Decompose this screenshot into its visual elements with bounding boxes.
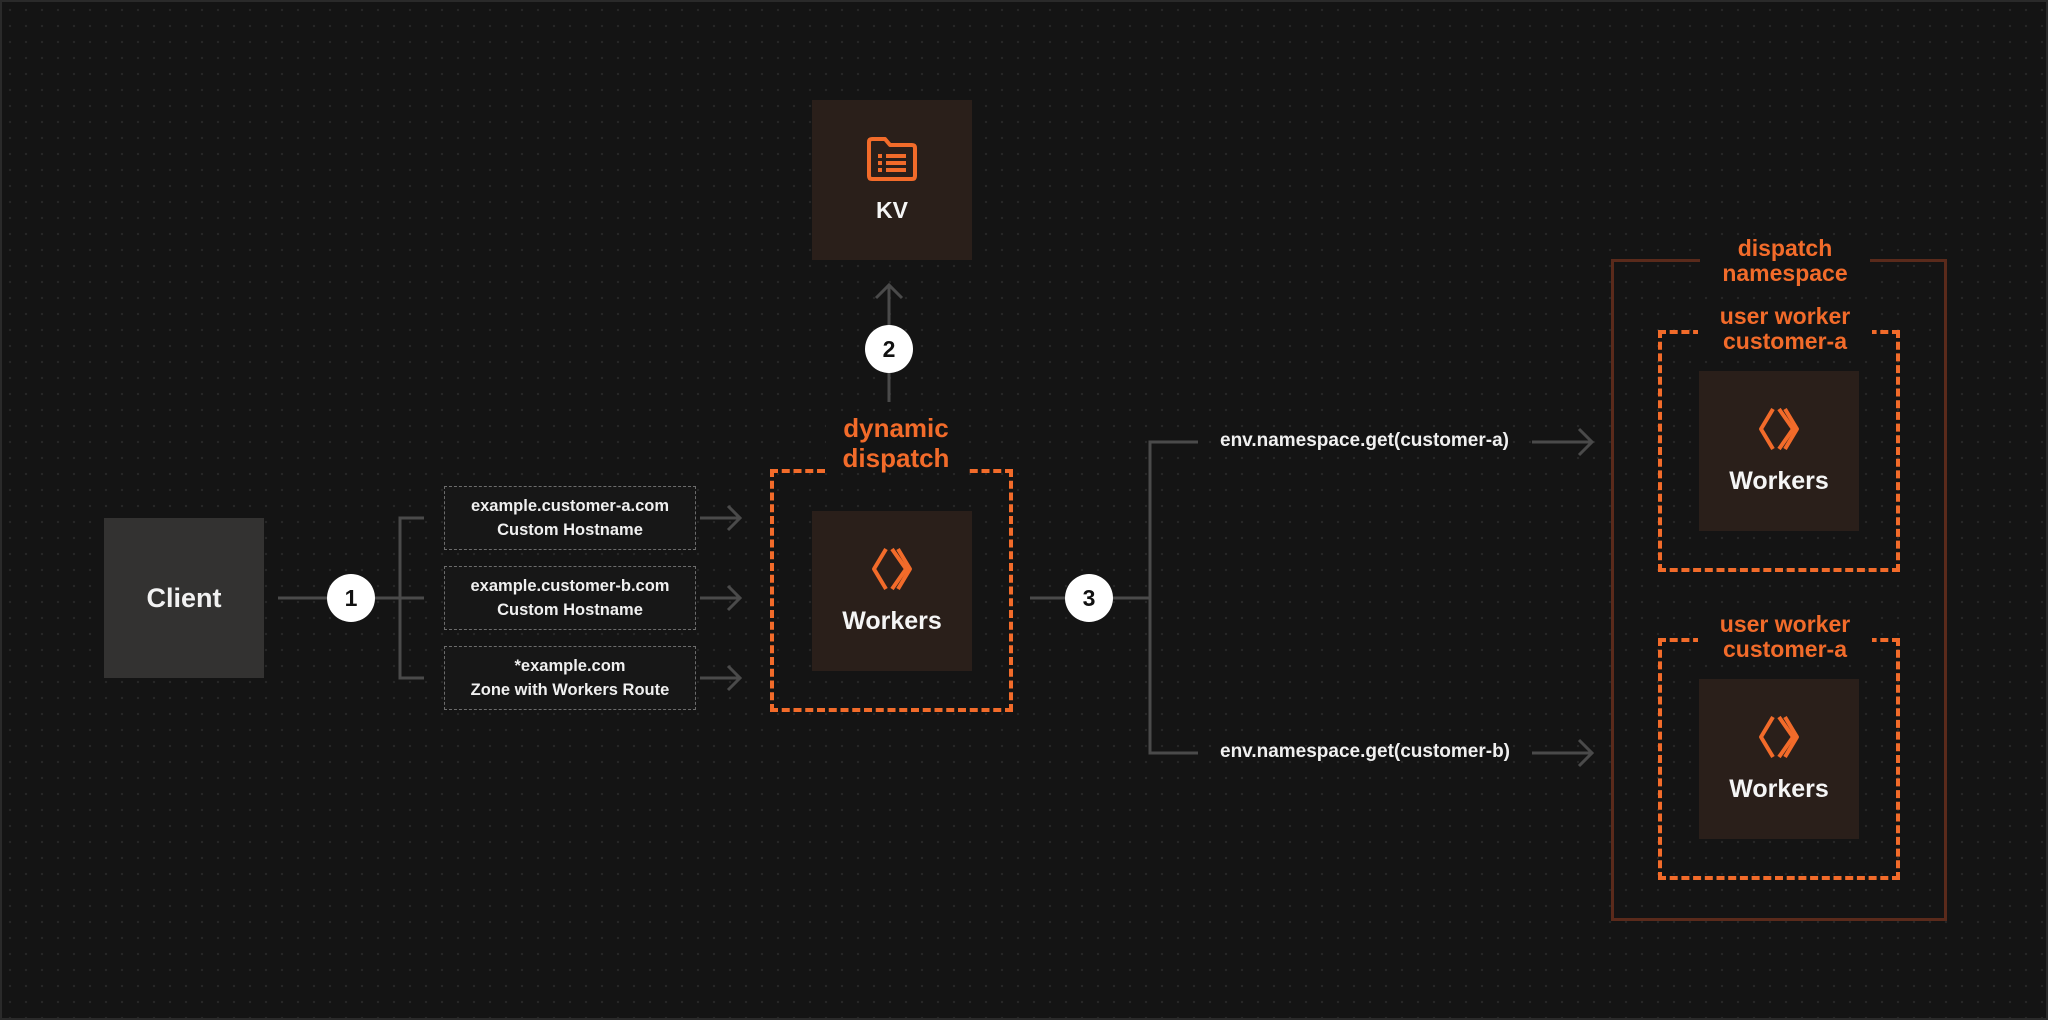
workers-chevron-icon	[1756, 406, 1802, 457]
hostname-card-customer-a: example.customer-a.com Custom Hostname	[444, 486, 696, 550]
user-worker-label-b: user worker customer-a	[1698, 612, 1872, 662]
hostname-card-zone: *example.com Zone with Workers Route	[444, 646, 696, 710]
user-worker-box-a: Workers	[1699, 371, 1859, 531]
client-box: Client	[104, 518, 264, 678]
client-label: Client	[146, 582, 222, 613]
hostname-domain: *example.com	[514, 657, 626, 675]
workers-chevron-icon	[869, 546, 915, 597]
dynamic-dispatch-label-line2: dispatch	[842, 443, 950, 473]
namespace-call-b: env.namespace.get(customer-b)	[1220, 741, 1511, 762]
dispatch-namespace-label-line1: dispatch	[1737, 235, 1833, 261]
user-worker-label-a: user worker customer-a	[1698, 304, 1872, 354]
step-1-badge: 1	[327, 574, 375, 622]
dispatch-namespace-label-line2: namespace	[1722, 260, 1848, 286]
workers-label: Workers	[1729, 467, 1829, 495]
user-worker-label-line2: customer-a	[1723, 636, 1847, 662]
kv-label: KV	[876, 197, 908, 223]
namespace-call-a: env.namespace.get(customer-a)	[1220, 430, 1509, 451]
workers-label: Workers	[842, 607, 942, 635]
folder-list-icon	[866, 136, 918, 187]
user-worker-label-line2: customer-a	[1723, 328, 1847, 354]
user-worker-label-line1: user worker	[1719, 303, 1851, 329]
hostname-card-customer-b: example.customer-b.com Custom Hostname	[444, 566, 696, 630]
workers-chevron-icon	[1756, 714, 1802, 765]
dispatch-worker-box: Workers	[812, 511, 972, 671]
hostname-type: Custom Hostname	[497, 521, 643, 539]
hostname-domain: example.customer-a.com	[470, 497, 670, 515]
workers-label: Workers	[1729, 775, 1829, 803]
kv-box: KV	[812, 100, 972, 260]
dynamic-dispatch-label: dynamic dispatch	[826, 413, 966, 473]
hostname-type: Zone with Workers Route	[470, 681, 670, 699]
user-worker-label-line1: user worker	[1719, 611, 1851, 637]
user-worker-box-b: Workers	[1699, 679, 1859, 839]
hostname-type: Custom Hostname	[497, 601, 643, 619]
step-2-badge: 2	[865, 325, 913, 373]
step-3-badge: 3	[1065, 574, 1113, 622]
hostname-domain: example.customer-b.com	[470, 577, 670, 595]
dispatch-namespace-label: dispatch namespace	[1700, 236, 1870, 286]
dynamic-dispatch-label-line1: dynamic	[843, 413, 949, 443]
